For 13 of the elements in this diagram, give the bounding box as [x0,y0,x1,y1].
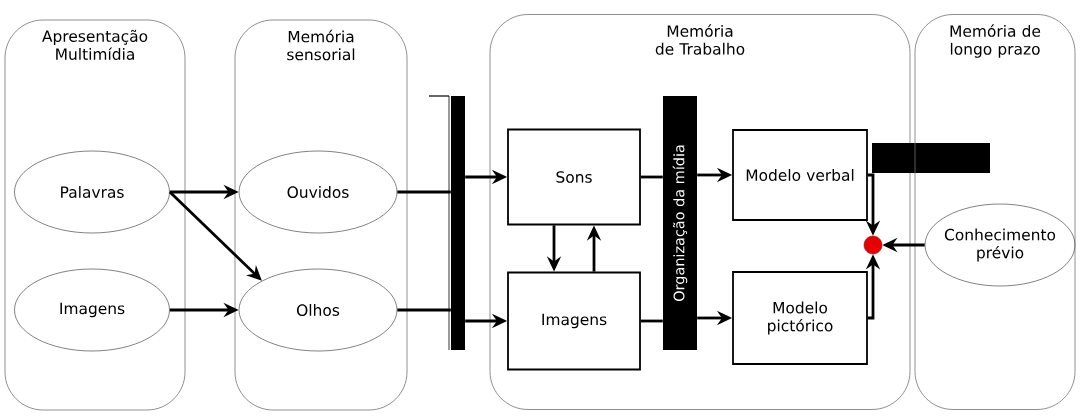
ellipse-node: Ouvidos [238,150,398,234]
ellipse-node: Conhecimento prévio [924,203,1076,287]
ellipse-node: Olhos [238,268,398,352]
ellipse-node: Palavras [14,150,170,234]
process-box: Sons [507,128,641,226]
process-box: Modelo pictórico [732,271,868,365]
process-box: Modelo verbal [732,129,868,221]
dot [863,235,883,255]
vertical-banner: Organização da mídia [663,96,697,350]
bar [872,143,990,173]
bar [428,95,465,351]
ellipse-node: Imagens [14,268,170,352]
process-box: Imagens [507,271,641,371]
